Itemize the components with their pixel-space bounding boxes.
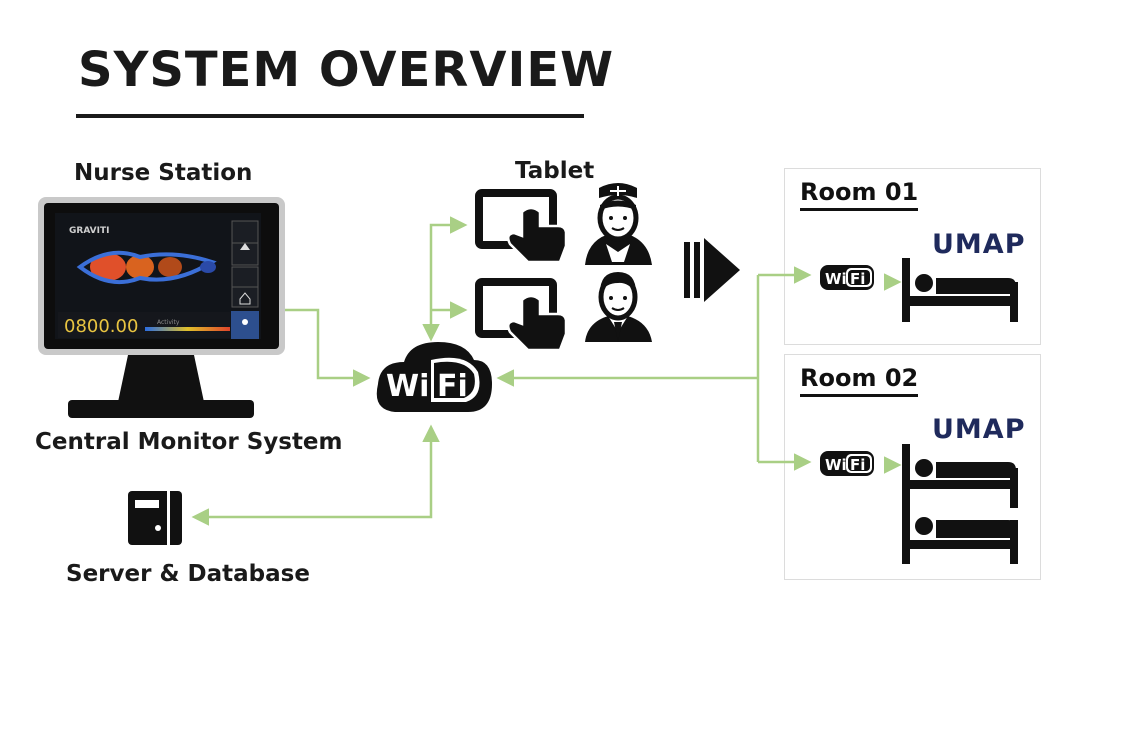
page-title: SYSTEM OVERVIEW bbox=[78, 42, 615, 98]
tablet-touch-icon bbox=[475, 189, 568, 264]
nurse-icon bbox=[585, 183, 652, 265]
room-02-device: UMAP bbox=[932, 414, 1026, 445]
room-01-panel bbox=[784, 168, 1041, 345]
room01-wifi-left: Wi bbox=[825, 270, 847, 288]
central-monitor-label: Central Monitor System bbox=[35, 429, 343, 455]
wifi-cloud-icon bbox=[376, 342, 492, 412]
connector-monitor-wifi bbox=[283, 308, 371, 387]
bed-icon-lower bbox=[902, 517, 1018, 549]
tablet-touch-icon-2 bbox=[475, 278, 568, 352]
monitor-small-label: Activity bbox=[157, 319, 180, 326]
wifi-hub-label-right: Fi bbox=[437, 369, 468, 404]
tablet-label: Tablet bbox=[515, 158, 595, 184]
room-01-device: UMAP bbox=[932, 229, 1026, 260]
room-02-title: Room 02 bbox=[800, 364, 919, 397]
room02-wifi-right: Fi bbox=[850, 456, 865, 474]
room-01-title: Room 01 bbox=[800, 178, 919, 211]
connector-wifi-server bbox=[191, 424, 440, 526]
doctor-icon bbox=[585, 272, 652, 342]
monitor-icon bbox=[38, 197, 285, 418]
wifi-hub-label-left: Wi bbox=[386, 369, 429, 404]
monitor-reading: 0800.00 bbox=[64, 316, 138, 337]
room02-wifi-icon bbox=[820, 451, 874, 476]
server-label: Server & Database bbox=[66, 561, 310, 587]
connector-wifi-tablets bbox=[422, 216, 468, 342]
nurse-station-label: Nurse Station bbox=[74, 160, 253, 186]
room01-wifi-right: Fi bbox=[850, 270, 865, 288]
bed-icon bbox=[902, 258, 1018, 322]
server-icon bbox=[128, 491, 182, 545]
room02-wifi-left: Wi bbox=[825, 456, 847, 474]
play-arrow-icon bbox=[684, 238, 740, 302]
room01-wifi-icon bbox=[820, 265, 874, 290]
monitor-brand: GRAVITI bbox=[69, 226, 109, 236]
title-underline bbox=[76, 114, 584, 118]
